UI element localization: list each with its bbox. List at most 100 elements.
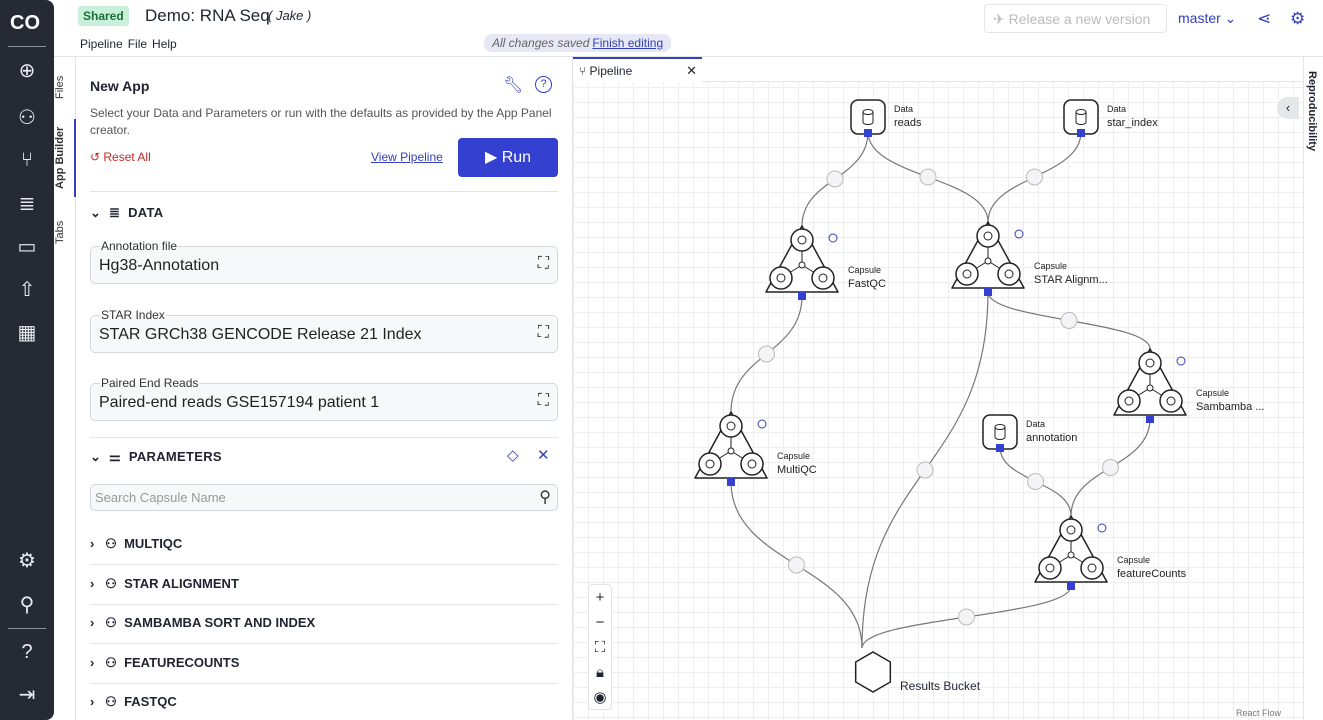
menu-pipeline[interactable]: Pipeline — [80, 37, 123, 51]
add-icon[interactable]: ⊕ — [18, 60, 36, 82]
wrench-icon[interactable]: 🔧︎ — [503, 77, 524, 94]
zoom-in-button[interactable]: + — [595, 589, 605, 606]
capsule-params-item[interactable]: › ⚇ STAR ALIGNMENT — [90, 575, 239, 591]
settings-gear-icon[interactable]: ⚙ — [1290, 9, 1306, 28]
branch-select[interactable]: master ⌄ — [1178, 10, 1237, 26]
edge-settings-icon[interactable] — [1027, 473, 1044, 490]
capsule-icon: ⚇ — [105, 575, 117, 591]
capsule-node-icon[interactable] — [765, 225, 839, 300]
close-icon[interactable]: ✕ — [686, 63, 697, 78]
search-icon[interactable]: ⚲ — [539, 489, 551, 506]
lock-icon[interactable]: 🔒︎ — [596, 664, 604, 681]
capsule-icon[interactable]: ⚇ — [18, 107, 36, 129]
data-picker-icon[interactable]: ⛶ — [537, 255, 549, 272]
pipeline-icon[interactable]: ⑂ — [21, 149, 33, 171]
tab-tabs[interactable]: Tabs — [54, 220, 66, 244]
menu-file[interactable]: File — [127, 37, 148, 51]
node-name: FastQC — [848, 278, 886, 290]
results-bucket-icon[interactable] — [854, 651, 892, 693]
finish-editing-link[interactable]: Finish editing — [592, 36, 664, 50]
edge-settings-icon[interactable] — [1102, 459, 1119, 476]
reset-all-button[interactable]: ↺ Reset All — [90, 150, 151, 164]
release-button[interactable]: ✈ Release a new version — [984, 4, 1167, 33]
edge-settings-icon[interactable] — [826, 170, 844, 188]
capsule-params-item[interactable]: › ⚇ MULTIQC — [90, 536, 183, 551]
edge-settings-icon[interactable] — [916, 461, 934, 479]
data-picker-icon[interactable]: ⛶ — [537, 324, 549, 341]
capsule-node-icon[interactable] — [1113, 348, 1187, 423]
gear-icon[interactable]: ⚙ — [18, 550, 36, 572]
logo-icon[interactable]: CO — [10, 12, 40, 34]
help-icon[interactable]: ? — [21, 641, 33, 663]
divider — [8, 46, 46, 47]
capsule-node-icon[interactable] — [694, 411, 768, 486]
vertical-tabs: Files App Builder Tabs — [54, 57, 76, 720]
field-label: Annotation file — [100, 239, 179, 253]
edge-settings-icon[interactable] — [788, 556, 805, 574]
data-node-icon[interactable] — [1063, 99, 1099, 137]
react-flow-attribution[interactable]: React Flow — [1236, 708, 1282, 718]
expand-all-icon[interactable]: ◇ — [507, 447, 519, 464]
capsule-params-item[interactable]: › ⚇ FEATURECOUNTS — [90, 654, 240, 670]
user-icon[interactable]: ⚲ — [19, 594, 35, 616]
tab-pipeline[interactable]: ⑂ Pipeline✕ — [573, 57, 702, 82]
eye-icon[interactable]: ◉ — [593, 689, 607, 706]
node-name: featureCounts — [1117, 568, 1187, 580]
fit-view-button[interactable]: ⛶ — [594, 639, 606, 656]
field-label: Paired End Reads — [100, 376, 200, 390]
page-title: Demo: RNA Seq — [145, 6, 270, 25]
divider — [90, 191, 558, 192]
data-node-icon[interactable] — [982, 414, 1018, 452]
view-pipeline-link[interactable]: View Pipeline — [371, 150, 443, 164]
data-picker-icon[interactable]: ⛶ — [537, 392, 549, 409]
capsule-name: MULTIQC — [124, 536, 183, 551]
capsule-icon: ⚇ — [105, 615, 117, 630]
folder-icon[interactable]: ▭ — [17, 236, 37, 258]
share-icon[interactable]: ⋖ — [1257, 9, 1272, 28]
zoom-out-button[interactable]: − — [595, 614, 605, 631]
run-button[interactable]: ▶ Run — [458, 138, 558, 177]
tab-files[interactable]: Files — [54, 75, 66, 99]
capsule-node-icon[interactable] — [951, 221, 1025, 296]
logout-icon[interactable]: ⇥ — [18, 684, 36, 706]
capsule-search-input[interactable]: Search Capsule Name⚲ — [90, 484, 558, 511]
collapse-all-icon[interactable]: ✕ — [537, 447, 550, 464]
rocket-icon: ✈ — [993, 11, 1009, 27]
parameters-section-toggle[interactable]: ⌄ ⚌ PARAMETERS — [90, 449, 222, 464]
edge-settings-icon[interactable] — [1060, 312, 1078, 329]
database-icon[interactable]: ≣ — [18, 193, 36, 215]
node-name: MultiQC — [777, 464, 817, 476]
tab-app-builder[interactable]: App Builder — [54, 119, 76, 197]
node-name: STAR Alignm... — [1034, 274, 1108, 286]
rocket-icon[interactable]: ⇧ — [18, 279, 36, 301]
apps-grid-icon[interactable]: ▦ — [17, 322, 37, 344]
menu-help[interactable]: Help — [152, 37, 177, 51]
data-node-icon[interactable] — [850, 99, 886, 137]
data-section-toggle[interactable]: ⌄ ≣ DATA — [90, 205, 164, 220]
node-kind: Capsule — [1034, 261, 1068, 271]
capsule-icon: ⚇ — [105, 536, 117, 551]
capsule-params-item[interactable]: › ⚇ FASTQC — [90, 694, 177, 709]
capsule-node-icon[interactable] — [1034, 515, 1108, 590]
edge-settings-icon[interactable] — [1026, 168, 1043, 186]
capsule-params-item[interactable]: › ⚇ SAMBAMBA SORT AND INDEX — [90, 615, 316, 630]
edge-settings-icon[interactable] — [958, 608, 975, 626]
app-builder-panel: New App 🔧︎ ? Select your Data and Parame… — [76, 57, 573, 720]
edge-settings-icon[interactable] — [758, 345, 775, 363]
edge-settings-icon[interactable] — [919, 168, 937, 186]
reproducibility-tab[interactable]: Reproducibility — [1303, 57, 1323, 720]
chevron-left-icon[interactable]: ‹ — [1277, 97, 1299, 119]
help-icon[interactable]: ? — [535, 76, 552, 93]
